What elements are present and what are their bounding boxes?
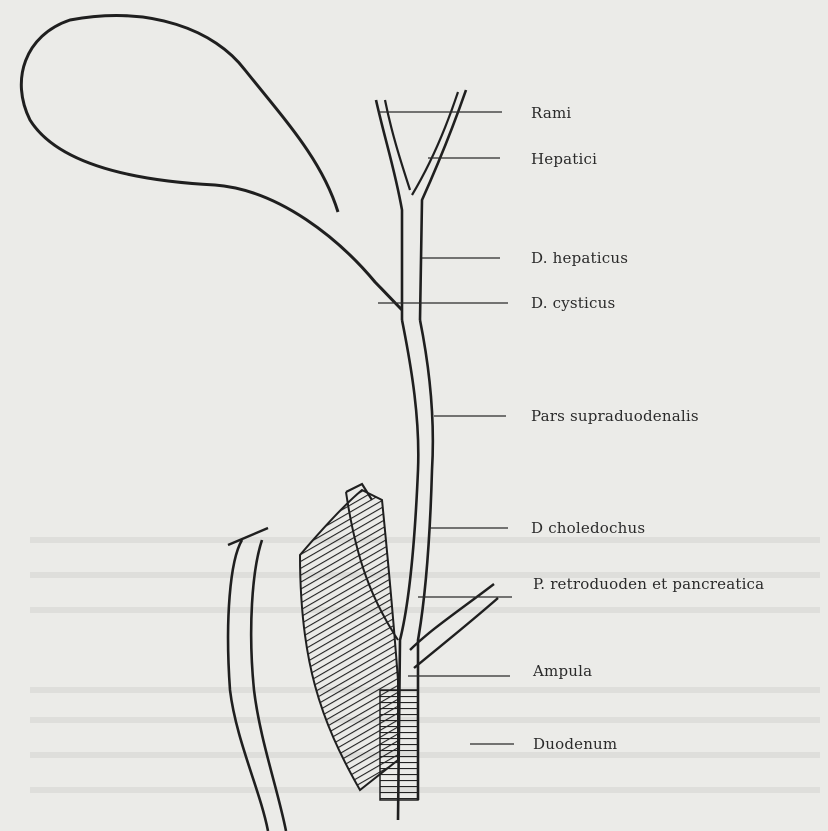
rami-right-branch — [420, 90, 466, 320]
leader-lines — [378, 112, 514, 744]
rami-left-branch-inner — [385, 100, 410, 190]
rami-right-branch-inner — [412, 92, 458, 195]
label-d-hepaticus: D. hepaticus — [531, 249, 628, 267]
common-duct-right — [418, 320, 433, 800]
label-ampula: Ampula — [533, 662, 592, 680]
label-hepatici: Hepatici — [531, 150, 597, 168]
label-d-choledochus: D choledochus — [531, 519, 645, 537]
ampulla-hatched — [380, 690, 418, 800]
label-d-cysticus: D. cysticus — [531, 294, 615, 312]
label-duodenum: Duodenum — [533, 735, 617, 753]
label-rami: Rami — [531, 104, 571, 122]
label-pars-supraduodenalis: Pars supraduodenalis — [531, 407, 699, 425]
gallbladder — [21, 16, 402, 310]
label-p-retroduoden: P. retroduoden et pancreatica — [533, 575, 764, 593]
